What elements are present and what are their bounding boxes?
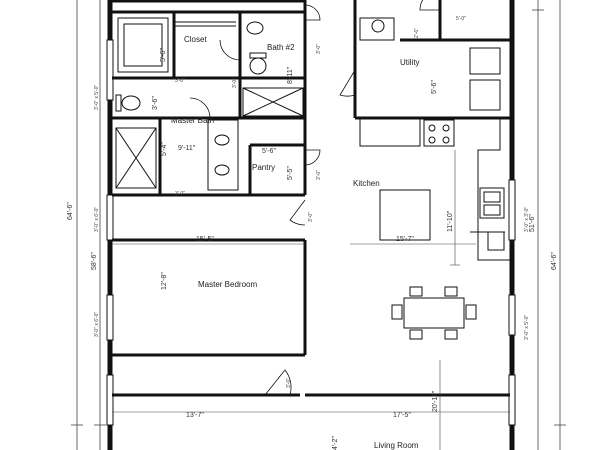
kitchen-width-dim: 15'-7" <box>396 236 414 243</box>
overall-left-dim: 64'-6" <box>67 202 74 220</box>
interior-dimension-lines <box>112 150 510 450</box>
inner-right-dim: 51'-6" <box>529 214 536 232</box>
bath2-label: Bath #2 <box>267 43 295 52</box>
master-bath-depth-dim: 5'-4" <box>161 142 168 156</box>
kitchen-label: Kitchen <box>353 179 380 188</box>
vertical-dimension-labels: 64'-6" 58'-6" 64'-6" 51'-6" 5'-6" 8'-11"… <box>67 28 558 450</box>
closet-label: Closet <box>184 35 207 44</box>
door-label-1: 3'-0" <box>316 44 322 54</box>
inner-left-dim: 58'-6" <box>91 252 98 270</box>
dining-table <box>391 286 477 340</box>
master-bedroom-width-dim: 15'-5" <box>196 236 214 243</box>
closet-depth-dim: 5'-6" <box>160 48 167 62</box>
kitchen-depth-dim: 11'-10" <box>447 210 454 232</box>
living-left-width-dim: 13'-7" <box>186 412 204 419</box>
door-size-labels: 3'-0" 3'-0" 3'-0" 3'-0" 3'-0" 3'-0" 3'-0… <box>175 44 322 388</box>
living-lower-dim: 4'-2" <box>332 436 339 450</box>
living-room-label: Living Room <box>374 441 419 450</box>
top-right-small2-dim: 2'-6" <box>414 28 420 38</box>
utility-label: Utility <box>400 58 420 67</box>
bath2-depth-dim: 8'-11" <box>287 66 294 84</box>
window-label-left-top: 3'-0" x 5'-0" <box>94 85 100 110</box>
window-label-left-mid: 3'-0" x 6'-0" <box>94 207 100 232</box>
plumbing-fixtures <box>115 19 505 219</box>
window-size-labels: 3'-0" x 5'-0" 3'-0" x 6'-0" 3'-0" x 6'-0… <box>94 85 530 340</box>
utility-depth-dim: 5'-6" <box>431 80 438 94</box>
door-label-3: 3'-0" <box>175 78 185 84</box>
pantry-label: Pantry <box>252 163 275 172</box>
window-label-right-mid: 3'-0" x 3'-0" <box>524 207 530 232</box>
master-bath-label: Master Bath <box>171 116 214 125</box>
door-label-2: 3'-0" <box>232 78 238 88</box>
windows <box>106 39 516 426</box>
door-label-6: 3'-0" <box>308 212 314 222</box>
exterior-dimension-lines <box>71 0 566 450</box>
living-depth-dim: 20'-11" <box>432 390 439 412</box>
pantry-width-dim: 5'-6" <box>262 148 276 155</box>
dimension-labels: 9'-11" 5'-6" 15'-5" 15'-7" 13'-7" 17'-5"… <box>178 16 466 419</box>
window-label-left-low: 3'-0" x 6'-0" <box>94 312 100 337</box>
top-right-small-dim: 5'-0" <box>456 16 466 22</box>
master-bedroom-label: Master Bedroom <box>198 280 257 289</box>
master-bath-width-dim: 9'-11" <box>178 145 196 152</box>
master-bath-height-dim: 3'-6" <box>152 96 159 110</box>
room-labels: Closet Bath #2 Utility Master Bath Pantr… <box>171 35 420 450</box>
door-label-5: 3'-0" <box>316 170 322 180</box>
pantry-depth-dim: 5'-5" <box>287 166 294 180</box>
door-swings <box>189 0 440 396</box>
window-label-right-low: 3'-0" x 5'-0" <box>524 315 530 340</box>
master-bedroom-depth-dim: 12'-8" <box>161 272 168 290</box>
door-label-4: 3'-0" <box>175 191 185 197</box>
kitchen-counters <box>359 117 510 261</box>
closet-shelving <box>117 17 395 73</box>
overall-right-dim: 64'-6" <box>551 252 558 270</box>
door-label-7: 3'-0" <box>286 378 292 388</box>
living-right-width-dim: 17'-5" <box>393 412 411 419</box>
